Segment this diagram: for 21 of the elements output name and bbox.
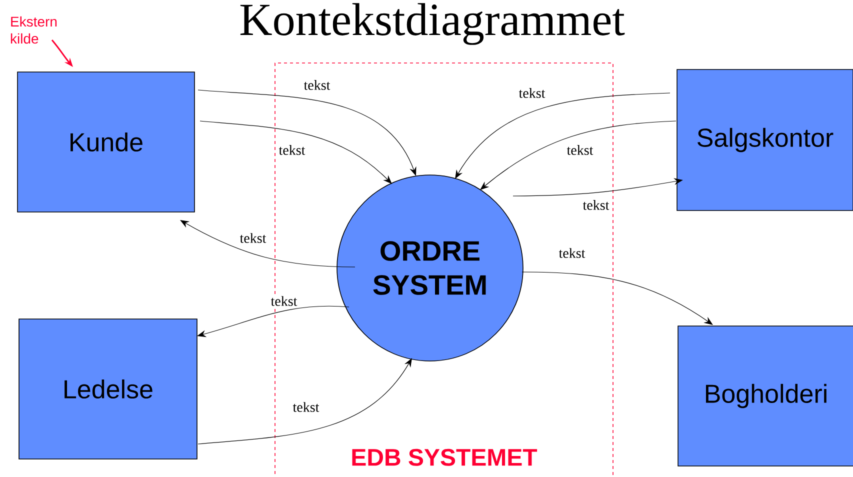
flow-arrow <box>198 90 416 176</box>
entity-box: Kunde <box>17 72 195 212</box>
edge-label: tekst <box>582 199 610 211</box>
entity-box: Ledelse <box>18 318 198 460</box>
edge-label: tekst <box>292 401 320 413</box>
edge-label: tekst <box>238 232 268 244</box>
edge-label: tekst <box>278 144 306 156</box>
flow-arrow <box>198 358 412 444</box>
entity-box: Bogholderi <box>678 326 853 466</box>
title: Kontekstdiagrammet <box>240 3 625 45</box>
flow-arrow <box>200 120 392 184</box>
entity-box: Salgskontor <box>676 69 853 211</box>
edge-label: tekst <box>566 144 594 156</box>
flow-arrow <box>180 220 356 268</box>
note-text: Ekstern kilde <box>10 16 57 44</box>
edge-label: tekst <box>518 87 546 99</box>
edge-label: tekst <box>270 295 298 307</box>
edge-label: tekst <box>302 79 332 91</box>
edge-label: tekst <box>558 247 586 259</box>
flow-arrow <box>455 92 670 179</box>
flow-arrow <box>480 120 676 190</box>
